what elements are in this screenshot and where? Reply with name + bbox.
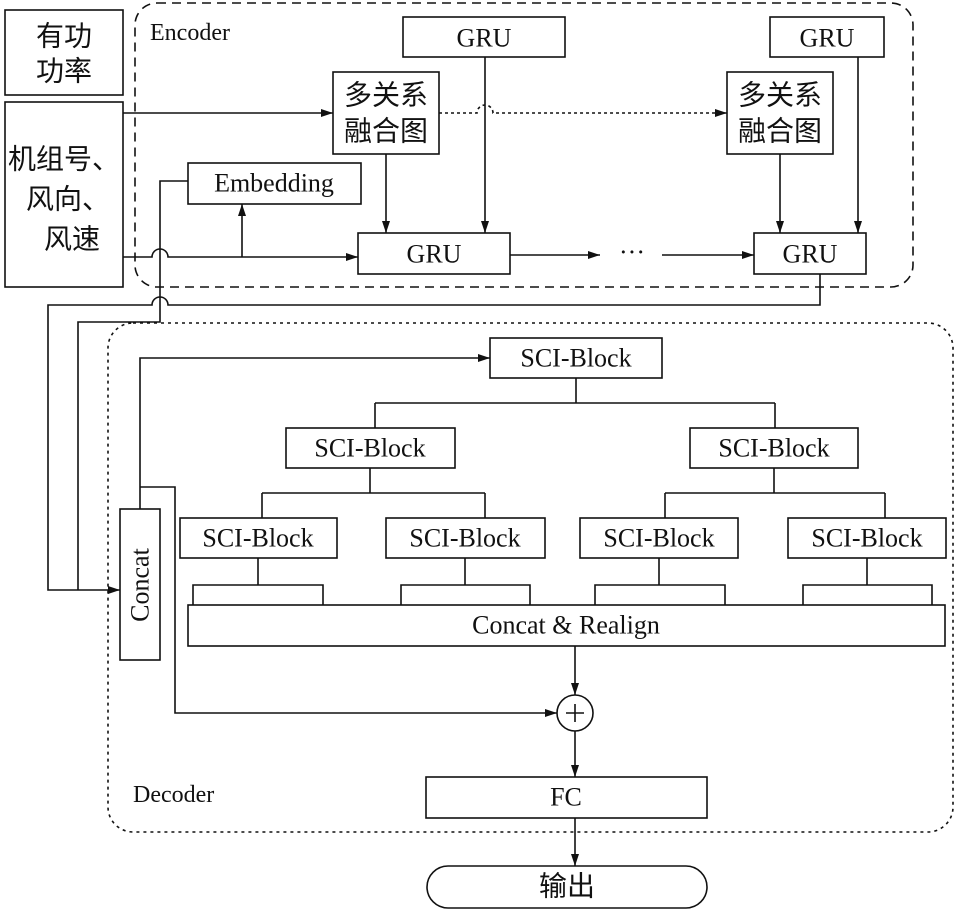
output-label: 输出 [539,871,595,903]
arrow-features-to-gru-first [123,248,358,261]
bracket-sci-2 [400,558,531,605]
concat-realign-block: Concat & Realign [187,604,946,647]
sci-block-level3-1: SCI-Block [179,517,338,559]
gru-last: GRU [753,232,867,275]
bracket-sci-4 [802,558,933,605]
gru-last-label: GRU [783,240,838,269]
gru-top-last-label: GRU [800,24,855,53]
graph-fusion-last-line-1: 多关系 [738,80,822,112]
concat-realign-label: Concat & Realign [472,611,660,640]
graph-fusion-last-line-2: 融合图 [738,116,822,148]
encoder-region [134,2,914,288]
gru-top-first-label: GRU [457,24,512,53]
decoder-region [107,322,954,833]
arrow-gru-last-to-concat [47,274,821,594]
sci-block-level3-3: SCI-Block [579,517,739,559]
gru-top-last: GRU [769,16,885,58]
active-power-input: 有功 功率 [4,9,124,96]
encoder-label: Encoder [150,20,230,46]
dashed-arrow-graph-to-graph [439,104,727,117]
ellipsis: ··· [619,238,645,267]
graph-fusion-first-line-2: 融合图 [344,116,428,148]
sci-block-level3-4: SCI-Block [787,517,947,559]
sci-block-level2-right: SCI-Block [689,427,859,469]
unit-features-label-line-3: 风速 [44,225,100,256]
active-power-label-line-2: 功率 [36,56,92,88]
fc-label: FC [550,783,582,812]
bracket-sci-3 [594,558,726,605]
sci-block-level3-3-label: SCI-Block [603,524,714,553]
unit-features-label-line-2: 风向、 [26,184,110,216]
gru-top-first: GRU [402,16,566,58]
arrow-concat-to-sci-level1 [139,354,490,509]
sci-block-level3-2: SCI-Block [385,517,546,559]
tree-link-level2-right-to-level3 [664,468,886,518]
embedding-block: Embedding [187,162,362,205]
unit-features-input: 机组号、 风向、 风速 [4,101,124,288]
sci-block-level3-2-label: SCI-Block [409,524,520,553]
concat-block: Concat [119,508,161,661]
plus-icon [566,704,584,722]
sci-block-level2-left-label: SCI-Block [314,434,425,463]
decoder-label: Decoder [133,782,214,808]
sci-block-level2-left: SCI-Block [285,427,456,469]
line-embedding-to-concat [77,180,188,590]
sci-block-level1-label: SCI-Block [520,344,631,373]
active-power-label-line-1: 有功 [36,21,92,53]
sci-block-level1: SCI-Block [489,337,663,379]
bracket-sci-1 [192,558,324,605]
graph-fusion-first-line-1: 多关系 [344,80,428,112]
output-terminal: 输出 [426,865,708,909]
sci-block-level3-1-label: SCI-Block [202,524,313,553]
sci-block-level2-right-label: SCI-Block [718,434,829,463]
tree-link-level2-left-to-level3 [261,468,486,518]
add-operator [556,694,594,732]
sci-block-level3-4-label: SCI-Block [811,524,922,553]
embedding-label: Embedding [214,169,334,198]
fc-block: FC [425,776,708,819]
arrow-residual-to-add [140,486,557,717]
gru-first: GRU [357,232,511,275]
graph-fusion-last: 多关系 融合图 [726,71,834,155]
tree-link-level1-to-level2 [374,378,776,428]
graph-fusion-first: 多关系 融合图 [332,71,440,155]
concat-label: Concat [126,547,155,621]
unit-features-label-line-1: 机组号、 [8,144,120,176]
gru-first-label: GRU [407,240,462,269]
